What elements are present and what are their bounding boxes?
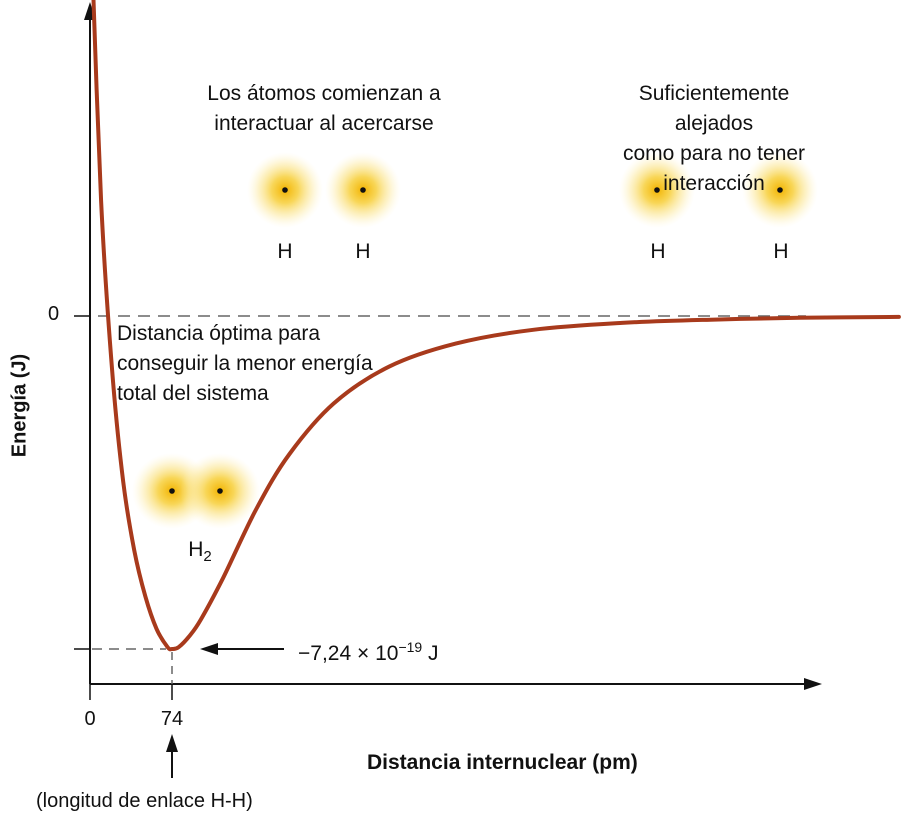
min-energy-prefix: −7,24 × 10 [298,642,399,665]
y-axis-label: Energía (J) [8,353,31,458]
optimal-distance-annotation: Distancia óptima para conseguir la menor… [117,322,373,405]
nucleus-dot [654,187,660,193]
atom-label-h: H [773,240,789,263]
h2-molecule [132,453,260,529]
nucleus-dot [360,187,366,193]
nucleus-dot [282,187,288,193]
min-energy-exp: −19 [398,639,423,655]
y-tick-label-0: 0 [48,303,60,325]
min-energy-suffix: J [422,642,439,665]
molecule-label-sub: 2 [203,548,212,566]
molecule-label-main: H [188,538,204,561]
bond-length-caption: (longitud de enlace H-H) [36,790,253,812]
atom-label-h: H [355,240,371,263]
x-tick-label-0: 0 [84,708,96,730]
min-energy-arrow-head-icon [200,643,218,655]
separated-atom-pair [619,152,818,228]
nucleus-dot [217,488,223,494]
x-tick-label-74: 74 [160,708,184,730]
nucleus-dot [777,187,783,193]
approach-annotation: Los átomos comienzan a interactuar al ac… [207,82,441,135]
x-axis-arrow-icon [804,678,822,690]
atom-label-h: H [650,240,666,263]
bond-length-arrow-head-icon [166,734,178,752]
energy-curve [91,0,901,652]
x-axis-label: Distancia internuclear (pm) [367,751,638,774]
molecule-label-h2: H2 [188,538,212,565]
far-annotation: Suficientemente alejados como para no te… [622,82,806,195]
atom-label-h: H [277,240,293,263]
nucleus-dot [169,488,175,494]
min-energy-label: −7,24 × 10−19 J [298,632,439,669]
approaching-atom-pair [247,152,401,228]
